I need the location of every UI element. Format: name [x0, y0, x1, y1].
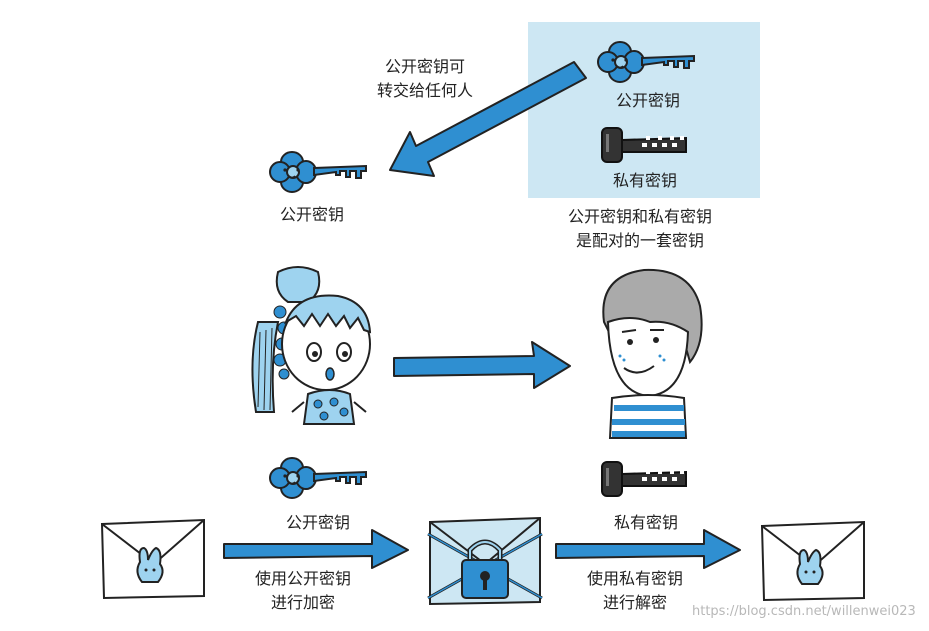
encrypt-step-line1: 使用公开密钥: [254, 569, 351, 588]
boy-illustration: [602, 268, 703, 439]
public-key-left-label: 公开密钥: [279, 205, 344, 224]
arrow-icon: [555, 529, 741, 569]
blue-key-icon: [269, 457, 367, 499]
panel-public-key-label: 公开密钥: [615, 91, 680, 110]
padlock-icon: [461, 539, 509, 599]
envelope-icon: [761, 521, 865, 601]
arrow-icon: [393, 341, 571, 389]
transfer-label-line1: 公开密钥可: [384, 57, 465, 76]
pair-note-line1: 公开密钥和私有密钥: [567, 207, 712, 226]
transfer-label-line2: 转交给任何人: [376, 81, 473, 100]
arrow-icon: [389, 61, 587, 177]
decrypt-step-line2: 进行解密: [602, 593, 667, 612]
black-key-icon: [601, 127, 687, 163]
pair-note-line2: 是配对的一套密钥: [575, 231, 704, 250]
panel-private-key-label: 私有密钥: [612, 171, 677, 190]
blue-key-icon: [269, 151, 367, 193]
blue-key-icon: [597, 41, 695, 83]
key-pair-panel: [528, 22, 760, 198]
bottom-private-key-label: 私有密钥: [613, 513, 678, 532]
decrypt-step-line1: 使用私有密钥: [586, 569, 683, 588]
black-key-icon: [601, 461, 687, 497]
envelope-icon: [101, 519, 205, 599]
locked-envelope-icon: [427, 516, 543, 606]
bottom-public-key-label: 公开密钥: [285, 513, 350, 532]
girl-illustration: [251, 266, 372, 425]
arrow-icon: [223, 529, 409, 569]
watermark: https://blog.csdn.net/willenwei023: [692, 604, 916, 619]
encrypt-step-line2: 进行加密: [270, 593, 335, 612]
